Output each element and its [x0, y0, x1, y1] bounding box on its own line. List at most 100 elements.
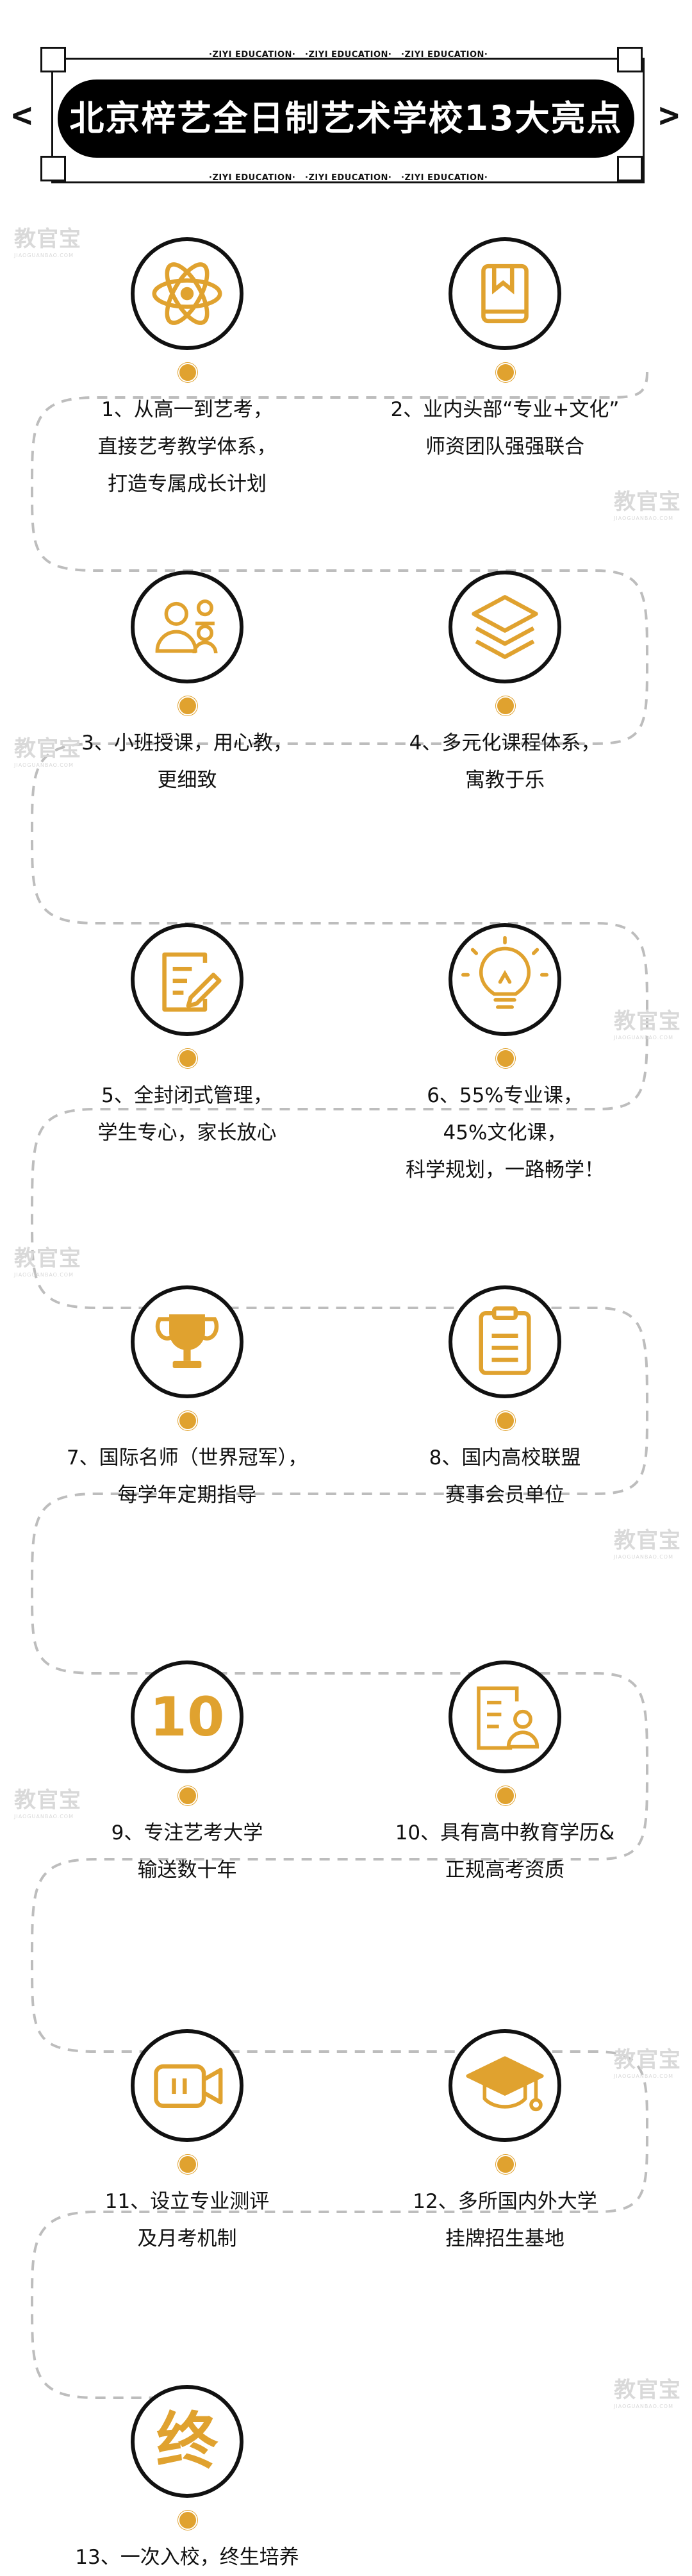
- video-camera-icon: [154, 2064, 223, 2108]
- header-tag: ·ZIYI EDUCATION·: [305, 50, 392, 60]
- edit-document-icon: [162, 952, 222, 1012]
- watermark-sub: JIAOGUANBAO.COM: [614, 2404, 673, 2409]
- watermark-sub: JIAOGUANBAO.COM: [14, 1814, 74, 1819]
- frame-corner: [40, 47, 66, 72]
- number-ten-icon-badge: 10: [131, 1660, 243, 1773]
- timeline-dot: [178, 1411, 197, 1430]
- highlight-line: 赛事会员单位: [445, 1484, 564, 1507]
- layers-icon: [472, 595, 538, 659]
- highlight-line: 8、国内高校联盟: [429, 1446, 581, 1469]
- graduation-cap-icon: [466, 2056, 544, 2112]
- watermark-text: 教官宝: [614, 1528, 681, 1553]
- end-character-icon-badge: 终: [131, 2385, 243, 2498]
- bookmark-book-icon-badge: [449, 237, 561, 350]
- highlight-line: 7、国际名师（世界冠军），: [66, 1446, 308, 1469]
- highlight-line: 科学规划，一路畅学！: [406, 1158, 604, 1182]
- dashed-path: [30, 371, 649, 2399]
- edit-document-icon-badge: [131, 923, 243, 1036]
- timeline-dot: [178, 2155, 197, 2174]
- timeline-dot: [496, 696, 515, 715]
- certificate-user-icon-badge: [449, 1660, 561, 1773]
- header-tag: ·ZIYI EDUCATION·: [305, 173, 392, 183]
- watermark-text: 教官宝: [614, 489, 681, 515]
- video-camera-icon-badge: [131, 2029, 243, 2142]
- watermark-sub: JIAOGUANBAO.COM: [14, 253, 74, 258]
- watermark-sub: JIAOGUANBAO.COM: [14, 1272, 74, 1278]
- highlight-line: 3、小班授课，用心教，: [81, 732, 293, 755]
- highlight-line: 师资团队强强联合: [425, 435, 584, 458]
- bookmark-book-icon: [481, 263, 529, 324]
- highlight-text: 5、全封闭式管理，学生专心，家长放心: [53, 1077, 322, 1151]
- watermark-text: 教官宝: [14, 1246, 81, 1271]
- watermark-sub: JIAOGUANBAO.COM: [614, 515, 673, 521]
- highlight-text: 10、具有高中教育学历&正规高考资质: [370, 1814, 639, 1889]
- clipboard-icon-badge: [449, 1285, 561, 1398]
- highlight-line: 挂牌招生基地: [445, 2227, 564, 2250]
- highlight-line: 9、专注艺考大学: [111, 1821, 263, 1844]
- watermark-sub: JIAOGUANBAO.COM: [614, 2073, 673, 2079]
- watermark-text: 教官宝: [14, 1787, 81, 1813]
- header-tag: ·ZIYI EDUCATION·: [401, 173, 488, 183]
- layers-icon-badge: [449, 571, 561, 683]
- timeline-dot: [178, 696, 197, 715]
- timeline-dot: [496, 2155, 515, 2174]
- page-title: 北京梓艺全日制艺术学校13大亮点: [69, 98, 623, 138]
- highlight-text: 7、国际名师（世界冠军）， 每学年定期指导: [53, 1439, 322, 1514]
- watermark-sub: JIAOGUANBAO.COM: [614, 1035, 673, 1041]
- users-group-icon-badge: [131, 571, 243, 683]
- title-pill: [58, 79, 634, 158]
- highlight-line: 45%文化课，: [443, 1121, 567, 1144]
- highlight-line: 寓教于乐: [465, 769, 545, 792]
- highlight-line: 11、设立专业测评: [104, 2190, 270, 2213]
- frame-corner: [617, 47, 643, 72]
- highlight-line: 正规高考资质: [445, 1859, 564, 1882]
- highlight-text: 1、从高一到艺考，直接艺考教学体系，打造专属成长计划: [53, 391, 322, 503]
- timeline-dot: [496, 363, 515, 382]
- highlight-line: 及月考机制: [137, 2227, 237, 2250]
- highlight-text: 8、国内高校联盟赛事会员单位: [370, 1439, 639, 1514]
- atom-icon: [152, 262, 222, 325]
- highlight-line: 每学年定期指导: [117, 1484, 257, 1507]
- timeline-dot: [496, 1411, 515, 1430]
- highlight-text: 12、多所国内外大学挂牌招生基地: [370, 2183, 639, 2257]
- users-group-icon: [155, 599, 218, 654]
- right-arrow-icon: >: [659, 95, 680, 135]
- header-frame: [51, 58, 645, 183]
- highlight-line: 12、多所国内外大学: [413, 2190, 597, 2213]
- highlight-line: 2、业内头部“专业+文化”: [390, 398, 620, 421]
- watermark-sub: JIAOGUANBAO.COM: [614, 1554, 673, 1560]
- timeline-dot: [178, 2511, 197, 2530]
- highlight-line: 13、一次入校，终生培养: [75, 2546, 299, 2569]
- highlight-text: 6、55%专业课， 45%文化课， 科学规划，一路畅学！: [370, 1077, 639, 1189]
- highlight-text: 2、业内头部“专业+文化” 师资团队强强联合: [370, 391, 639, 465]
- atom-icon-badge: [131, 237, 243, 350]
- highlight-line: 更细致: [157, 769, 217, 792]
- frame-corner: [617, 156, 643, 181]
- trophy-icon: [155, 1314, 219, 1368]
- clipboard-icon: [479, 1306, 531, 1375]
- highlight-line: 6、55%专业课，: [427, 1084, 583, 1107]
- header-tag: ·ZIYI EDUCATION·: [209, 173, 296, 183]
- watermark-text: 教官宝: [14, 226, 81, 252]
- watermark-text: 教官宝: [614, 1008, 681, 1034]
- frame-corner: [40, 156, 66, 181]
- left-arrow-icon: <: [12, 95, 33, 135]
- lightbulb-icon: [461, 935, 549, 1009]
- highlight-text: 4、多元化课程体系，寓教于乐: [370, 724, 639, 799]
- highlight-line: 输送数十年: [137, 1859, 237, 1882]
- highlight-text: 11、设立专业测评及月考机制: [53, 2183, 322, 2257]
- highlight-line: 1、从高一到艺考，: [101, 398, 273, 421]
- highlight-line: 学生专心，家长放心: [97, 1121, 277, 1144]
- highlight-line: 打造专属成长计划: [108, 473, 267, 496]
- number-ten-icon: 10: [149, 1685, 225, 1748]
- lightbulb-icon-badge: [449, 923, 561, 1036]
- watermark-text: 教官宝: [614, 2377, 681, 2403]
- timeline-dot: [178, 1786, 197, 1805]
